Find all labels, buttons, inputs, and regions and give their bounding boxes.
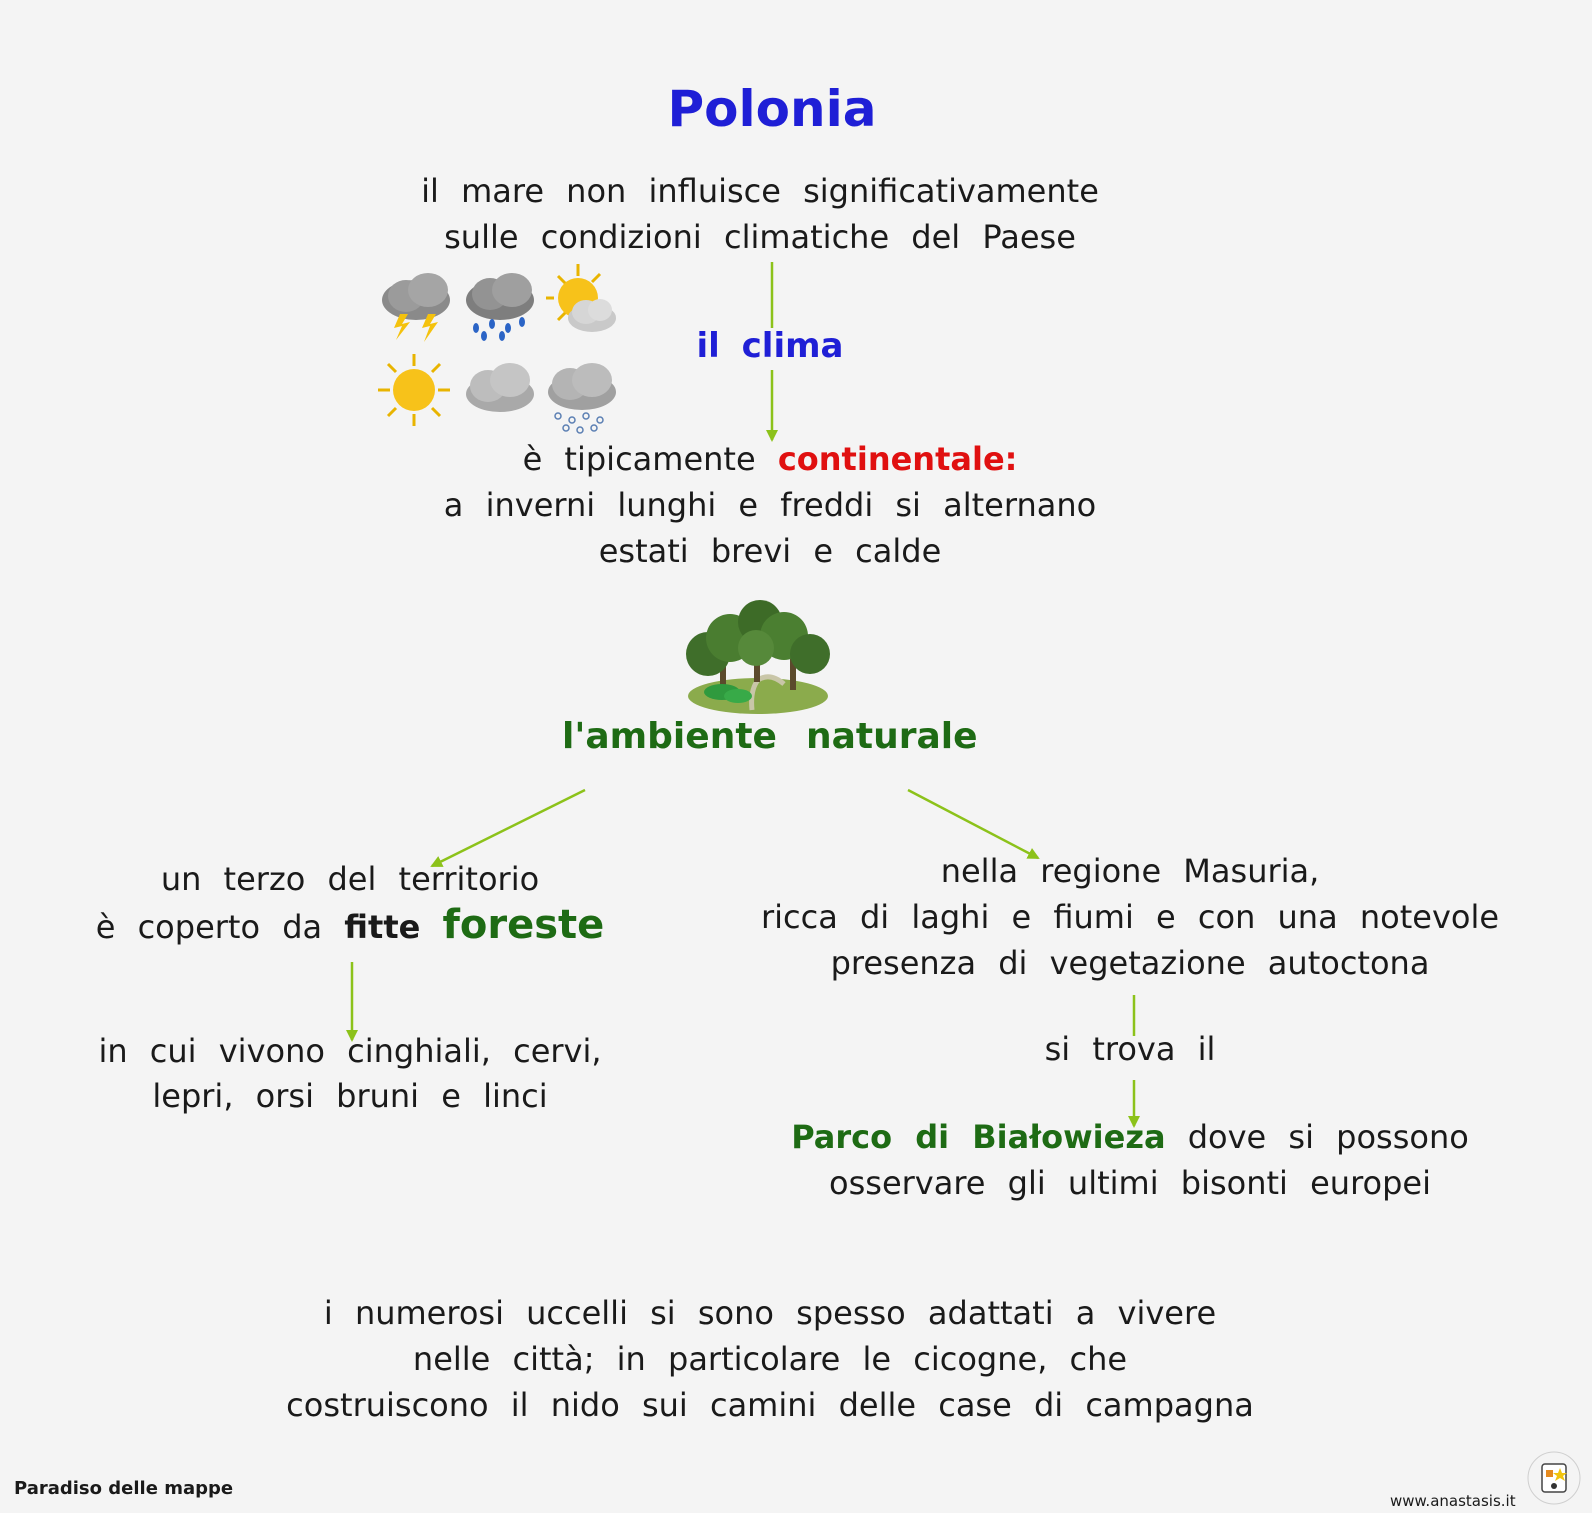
climate-line1: è tipicamente continentale: (380, 436, 1160, 482)
snow-cloud-icon (548, 363, 616, 434)
birds-line3: costruiscono il nido sui camini delle ca… (286, 1386, 1254, 1424)
foreste-highlight: foreste (442, 902, 605, 948)
naturale-label: naturale (806, 716, 978, 757)
climate-prefix: è tipicamente (522, 440, 756, 478)
sun-cloud-icon (546, 264, 616, 332)
ambiente-label: l'ambiente (562, 716, 777, 757)
sea-text-line2: sulle condizioni climatiche del Paese (444, 218, 1076, 256)
storm-cloud-icon (382, 273, 450, 342)
left-branch-prefix: è coperto da (95, 908, 323, 946)
birds-line2: nelle città; in particolare le cicogne, … (412, 1340, 1128, 1378)
sea-text-line1: il mare non influisce significativamente (421, 172, 1099, 210)
parco-rest: dove si possono (1187, 1118, 1469, 1156)
weather-icons (378, 264, 616, 434)
continentale-highlight: continentale: (777, 440, 1018, 478)
birds-line1: i numerosi uccelli si sono spesso adatta… (323, 1294, 1217, 1332)
si-trova-connector: si trova il (1044, 1030, 1216, 1068)
left-branch-line2: è coperto da fitte foreste (40, 902, 660, 950)
cloud-icon (466, 363, 534, 412)
animals-line2: lepri, orsi bruni e linci (152, 1077, 548, 1115)
page-title: Polonia (667, 80, 877, 138)
animals-line1: in cui vivono cinghiali, cervi, (98, 1032, 602, 1070)
bisonti-line: osservare gli ultimi bisonti europei (829, 1164, 1431, 1202)
rain-cloud-icon (466, 273, 534, 341)
arrow-ambiente-to-right (907, 788, 1040, 860)
right-branch-line2: ricca di laghi e fiumi e con una notevol… (760, 898, 1500, 936)
arrow-ambiente-to-left (430, 788, 586, 868)
right-branch-line3: presenza di vegetazione autoctona (830, 944, 1430, 982)
climate-line3: estati brevi e calde (598, 532, 942, 570)
climate-line2: a inverni lunghi e freddi si alternano (443, 486, 1097, 524)
parco-line: Parco di Białowieza dove si possono (730, 1114, 1530, 1160)
fitte-bold: fitte (344, 908, 421, 946)
supermappe-logo (1527, 1451, 1581, 1505)
footer-brand: Paradiso delle mappe (14, 1478, 234, 1499)
sun-icon (378, 354, 450, 426)
parco-name: Parco di Białowieza (791, 1118, 1166, 1156)
forest-icon (686, 600, 830, 714)
clima-label: il clima (696, 326, 844, 366)
footer-site: www.anastasis.it (1390, 1492, 1516, 1510)
right-branch-line1: nella regione Masuria, (940, 852, 1320, 890)
left-branch-line1: un terzo del territorio (160, 860, 540, 898)
